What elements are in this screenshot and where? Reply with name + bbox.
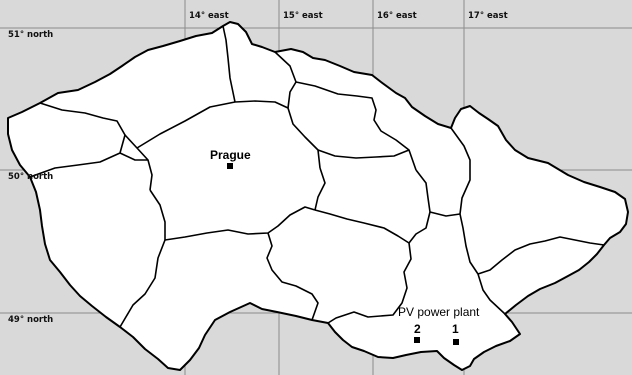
border-liberec bbox=[222, 25, 236, 103]
city-marker-prague bbox=[227, 163, 233, 169]
city-label-prague: Prague bbox=[210, 148, 251, 162]
longitude-label-16: 16° east bbox=[377, 11, 417, 21]
border-olomouc bbox=[450, 127, 479, 275]
border-vysocina-north bbox=[314, 167, 326, 211]
region-borders bbox=[29, 25, 605, 328]
pv-site-marker-1 bbox=[453, 339, 459, 345]
pv-site-marker-2 bbox=[414, 337, 420, 343]
border-plzen-south bbox=[119, 239, 166, 328]
pv-site-label-2: 2 bbox=[414, 322, 421, 336]
border-central-south bbox=[149, 189, 316, 241]
latitude-label-51: 51° north bbox=[8, 30, 53, 40]
border-pardubice-west bbox=[317, 149, 410, 159]
longitude-label-15: 15° east bbox=[283, 11, 323, 21]
border-vysocina bbox=[314, 209, 412, 324]
pv-plant-title: PV power plant bbox=[398, 305, 480, 319]
longitude-label-17: 17° east bbox=[468, 11, 508, 21]
latitude-label-50: 50° north bbox=[8, 172, 53, 182]
latitude-labels: 51° north 50° north 49° north bbox=[8, 30, 53, 325]
border-south-bohemia bbox=[266, 232, 319, 321]
border-central-north bbox=[136, 100, 321, 169]
longitude-labels: 14° east 15° east 16° east 17° east bbox=[189, 11, 508, 21]
border-olomouc-west bbox=[429, 211, 461, 217]
latitude-label-49: 49° north bbox=[8, 315, 53, 325]
pv-site-label-1: 1 bbox=[452, 322, 459, 336]
border-moravia-east bbox=[477, 236, 605, 275]
border-west-bohemia bbox=[119, 152, 148, 161]
longitude-label-14: 14° east bbox=[189, 11, 229, 21]
border-hradec bbox=[295, 81, 417, 171]
border-zlin bbox=[477, 273, 506, 315]
